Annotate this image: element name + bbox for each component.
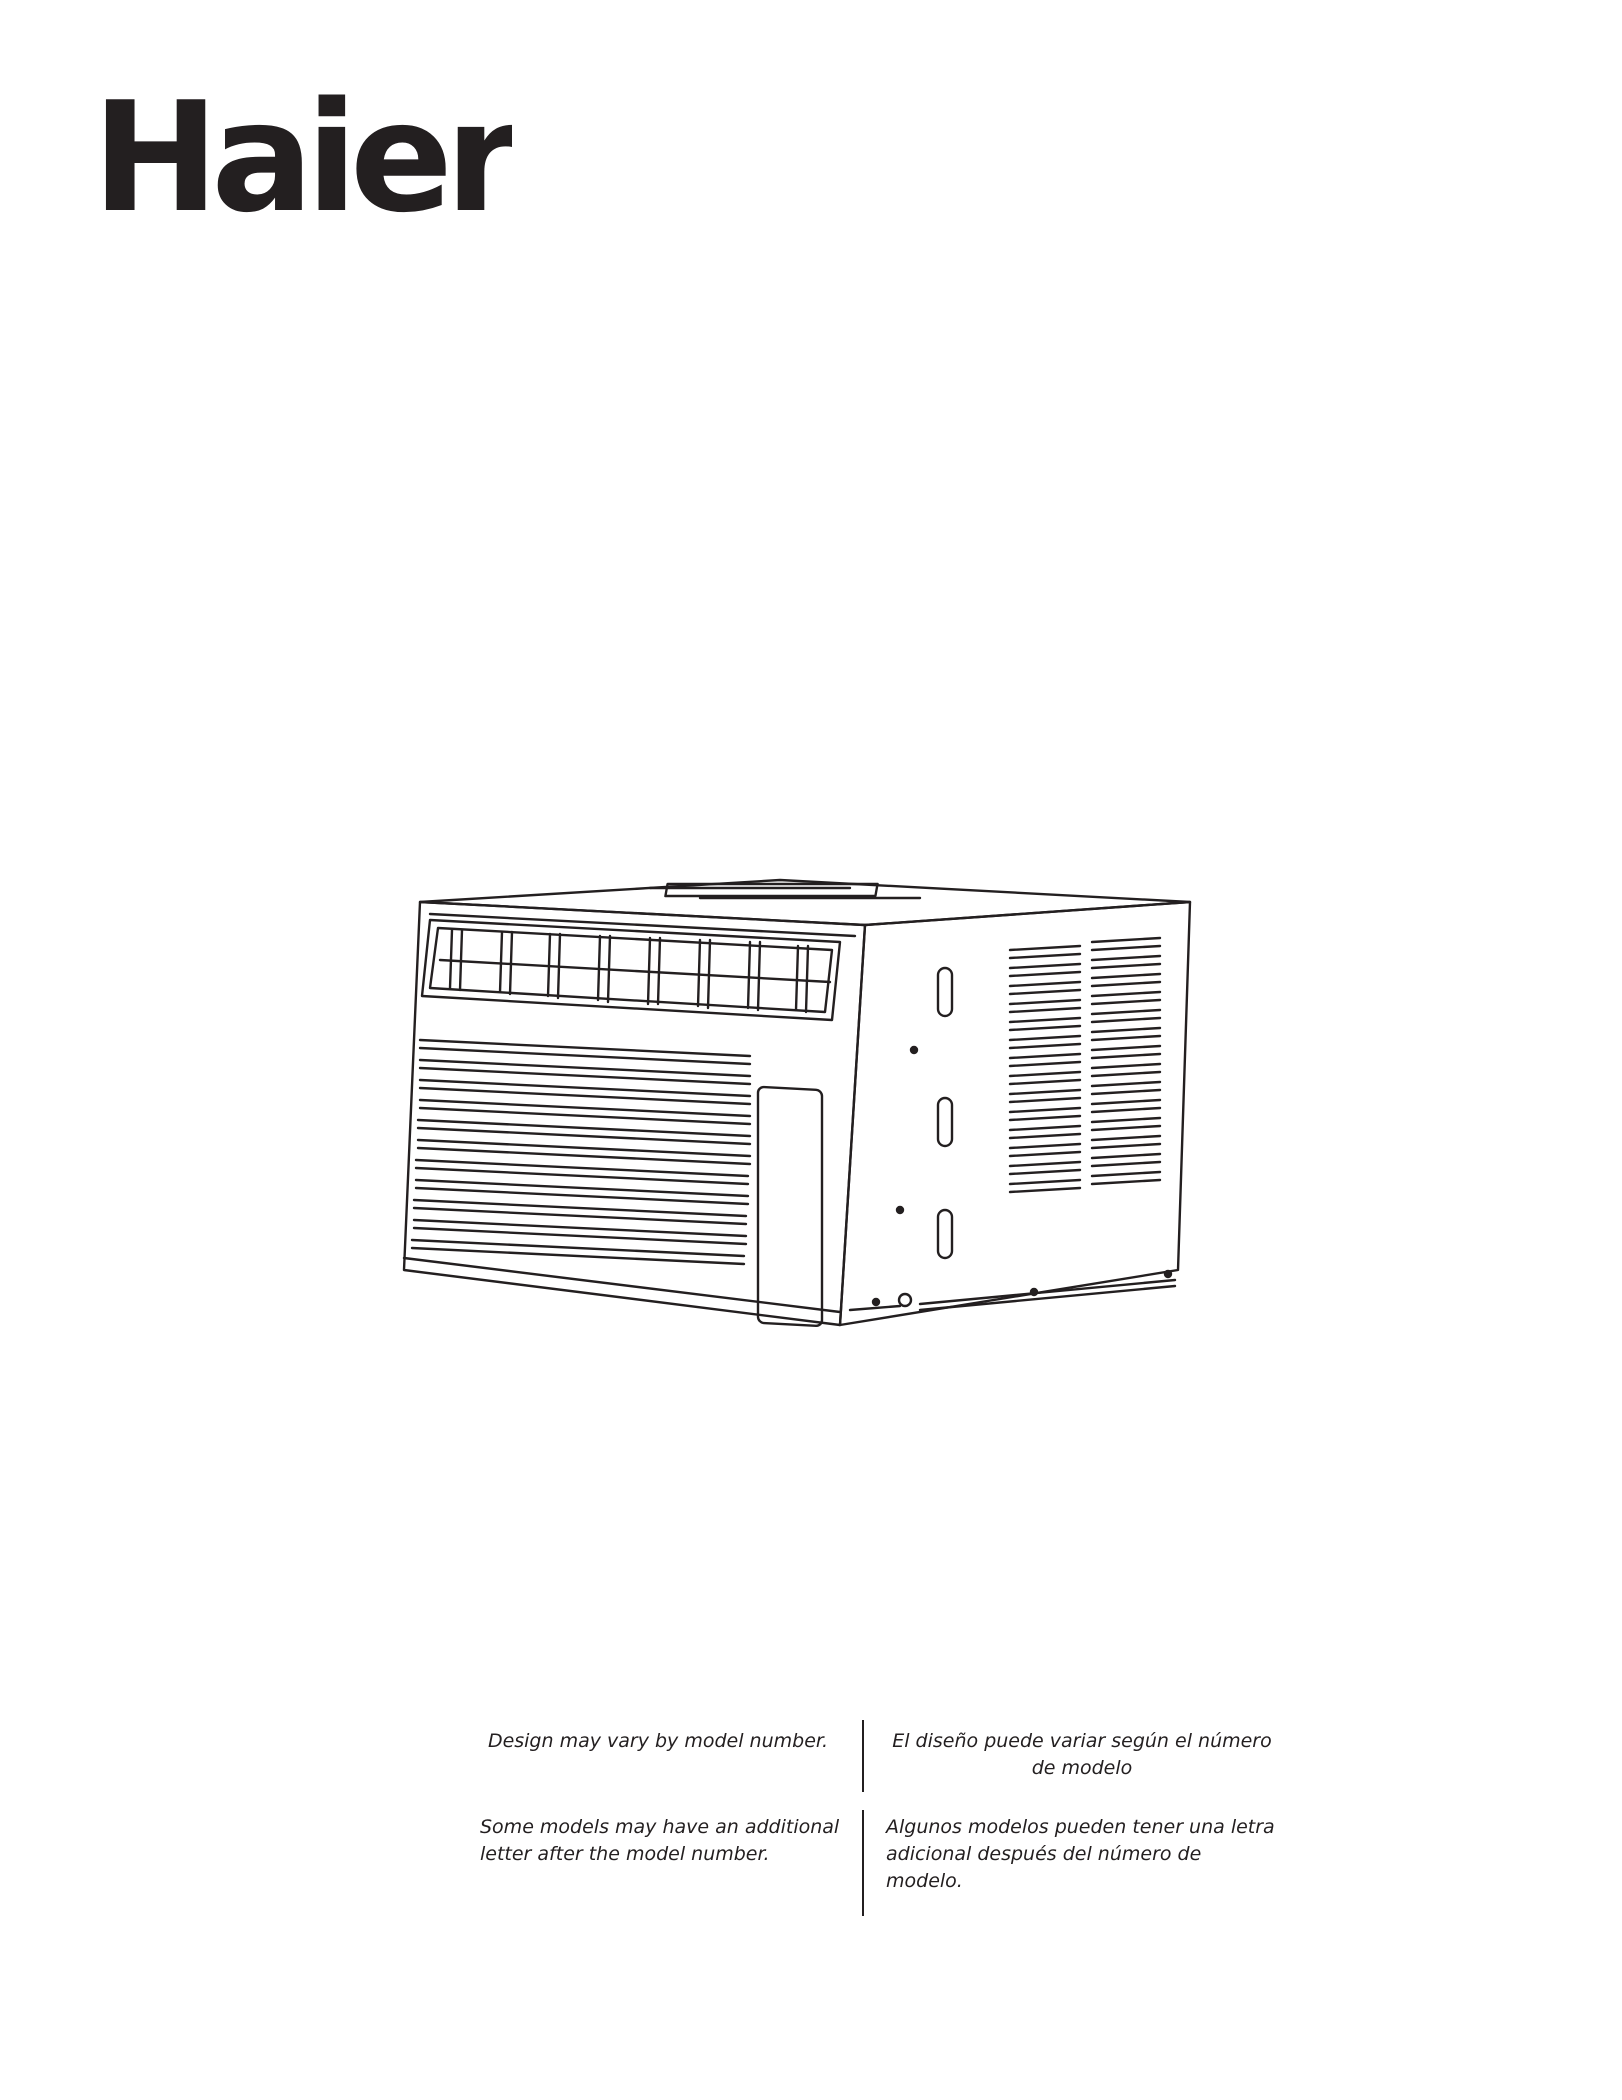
air-conditioner-illustration — [400, 870, 1200, 1340]
base-rail — [850, 1306, 900, 1310]
side-handles — [938, 968, 952, 1258]
side-vents-right — [1092, 938, 1160, 1184]
divider — [862, 1810, 864, 1916]
design-note-english: Design may vary by model number. — [460, 1728, 828, 1755]
control-panel — [758, 1087, 822, 1326]
front-face — [404, 902, 865, 1325]
design-note-spanish: El diseño puede variar según el número d… — [882, 1728, 1282, 1782]
logo-wordmark: Haier — [92, 78, 512, 228]
divider — [862, 1720, 864, 1792]
top-panel — [420, 880, 1190, 925]
model-letter-note-spanish: Algunos modelos pueden tener una letra a… — [886, 1814, 1282, 1895]
model-notes: Design may vary by model number. El dise… — [460, 1720, 1280, 1930]
haier-logo: Haier — [92, 78, 512, 228]
front-grille — [412, 1040, 750, 1264]
side-vents-left — [1010, 946, 1080, 1192]
model-letter-note-english: Some models may have an additional lette… — [480, 1814, 850, 1868]
